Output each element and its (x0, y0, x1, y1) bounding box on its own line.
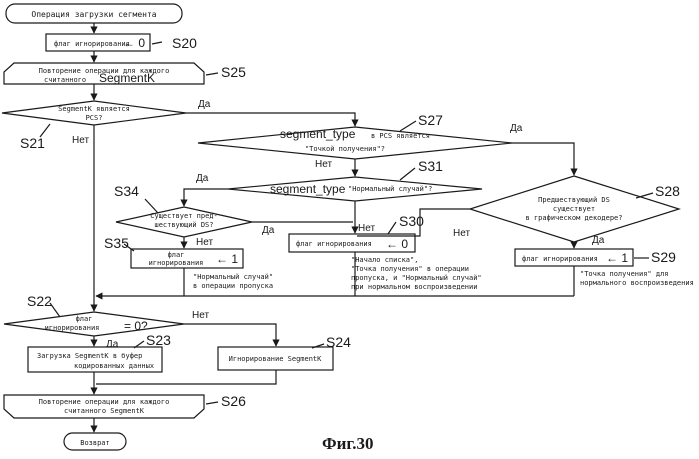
s27-q1: segment_type (280, 127, 356, 141)
s35-line1: флаг (168, 251, 185, 259)
note-s30-1: "Начало списка", (351, 256, 418, 264)
s34-line2: шествующий DS? (154, 221, 213, 229)
s22-value: = 0? (124, 319, 148, 333)
s34-line1: Существует пред- (150, 212, 217, 220)
s29-text: флаг игнорирования (522, 255, 598, 263)
s22-line1: флаг (76, 315, 93, 323)
s20-value: ← 0 (123, 36, 145, 50)
s27-q2: в PCS является (371, 132, 430, 140)
note-s35-2: в операции пропуска (193, 282, 273, 290)
s23-line1: Загрузка SegmentK в буфер (37, 352, 142, 360)
note-s30-3: пропуска, и "Нормальный случай" (351, 274, 482, 282)
s28-line1: Предшествующий DS (538, 196, 610, 204)
s31-q1: segment_type (270, 182, 346, 196)
s26-line2: считанного SegmentK (64, 407, 145, 415)
s29-step-label: S29 (651, 249, 676, 265)
s22-no: Нет (192, 310, 209, 321)
s29-value: ← 1 (606, 251, 628, 265)
s21-no: Нет (72, 135, 89, 146)
s21-line1: SegmentK является (58, 105, 130, 113)
s22-step-label: S22 (27, 293, 52, 309)
s23-step-label: S23 (146, 332, 171, 348)
s21-step-label: S21 (20, 135, 45, 151)
note-s35-1: "Нормальный случай" (193, 273, 273, 281)
s26-line1: Повторение операции для каждого (39, 398, 170, 406)
end-label: Возврат (80, 439, 110, 447)
s25-line2b: SegmentK (99, 71, 155, 85)
s35-line2: игнорирования (149, 259, 204, 267)
s27-step-label: S27 (418, 112, 443, 128)
note-s29-2: нормального воспроизведения (580, 279, 694, 287)
s27-yes: Да (510, 123, 523, 134)
s31-q2: "Нормальный случай"? (348, 185, 432, 193)
s26-step-label: S26 (221, 393, 246, 409)
s30-value: ← 0 (386, 237, 408, 251)
s31-step-label: S31 (418, 158, 443, 174)
s25-step-label: S25 (221, 64, 246, 80)
s28-line2: существует (553, 205, 595, 213)
s31-yes: Да (196, 173, 209, 184)
figure-caption: Фиг.30 (322, 434, 373, 453)
s22-line2: игнорирования (45, 324, 100, 332)
s24-step-label: S24 (326, 334, 351, 350)
note-s29-1: "Точка получения" для (580, 270, 669, 278)
s35-value: ← 1 (216, 252, 238, 266)
s30-no: Нет (358, 223, 375, 234)
s27-no: Нет (315, 159, 332, 170)
s20-text: флаг игнорирования (54, 40, 130, 48)
s21-yes: Да (198, 99, 211, 110)
s35-step-label: S35 (104, 235, 129, 251)
s28-yes: Да (592, 235, 605, 246)
s21-line2: PCS? (86, 114, 103, 122)
s34-yes: Да (262, 225, 275, 236)
s28-line3: в графическом декодере? (526, 214, 623, 222)
s28-step-label: S28 (655, 183, 680, 199)
s34-no: Нет (196, 237, 213, 248)
note-s30-2: "Точка получения" в операции (351, 265, 469, 273)
s34-step-label: S34 (114, 183, 139, 199)
s30-text: флаг игнорирования (296, 240, 372, 248)
s27-q3: "Точкой получения"? (305, 145, 385, 153)
s20-step-label: S20 (172, 35, 197, 51)
s25-line2a: считанного (44, 76, 86, 84)
note-s30-4: при нормальном воспроизведении (351, 283, 477, 291)
start-label: Операция загрузки сегмента (31, 10, 156, 19)
s24-text: Игнорирование SegmentK (229, 355, 323, 363)
s23-line2: кодированных данных (74, 362, 154, 370)
s28-no: Нет (453, 228, 470, 239)
